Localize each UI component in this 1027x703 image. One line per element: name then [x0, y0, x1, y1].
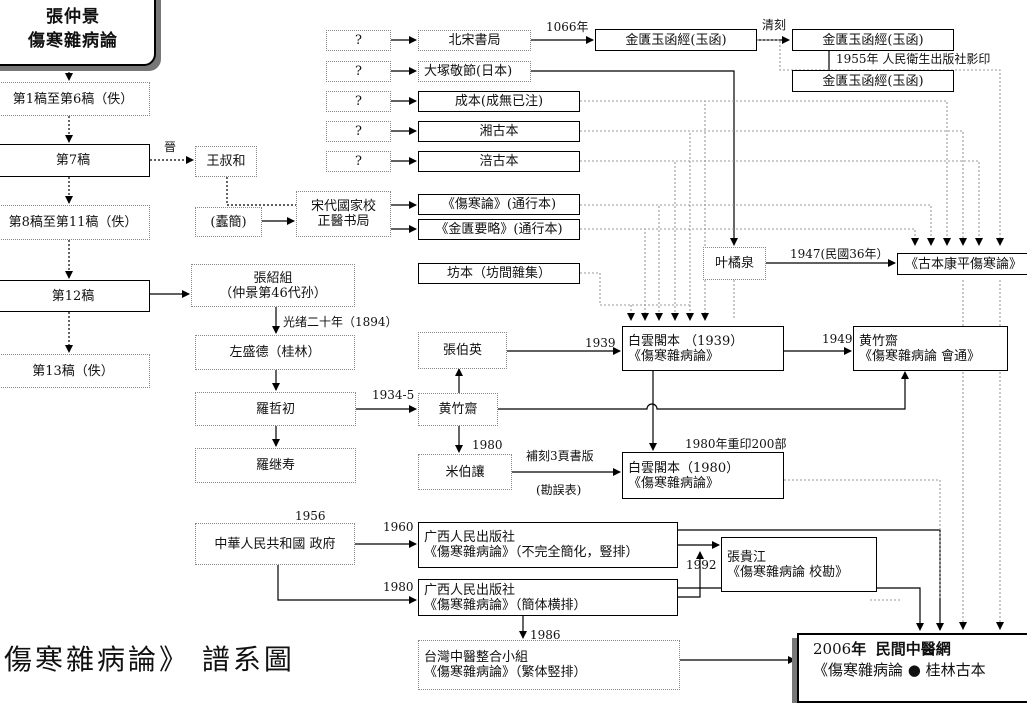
label-1986: 1986: [530, 628, 561, 642]
jingui-yuhan-b: 金匱玉函經(玉函): [792, 29, 954, 51]
label-qingke: 清刻: [762, 18, 787, 32]
luo-zhechu-box: 羅哲初: [195, 392, 356, 426]
label-1949: 1949: [822, 332, 853, 346]
luo-jishou-box: 羅继寿: [195, 448, 356, 483]
title-box: 張仲景 傷寒雜病論: [0, 0, 156, 66]
guangxi-1960-box: 广西人民出版社《傷寒雜病論》（不完全簡化，豎排）: [418, 522, 678, 568]
song-bureau-box: 宋代國家校正醫书局: [296, 191, 391, 237]
label-1934: 1934-5: [372, 388, 415, 402]
shanghan-box: 《傷寒論》(通行本): [418, 194, 580, 215]
xiang-box: 湘古本: [418, 121, 580, 142]
unknown-source: ?: [326, 30, 391, 51]
zhang-shaozu-box: 張紹組（仲景第46代孙）: [191, 264, 355, 307]
beisong-box: 北宋書局: [418, 30, 531, 51]
jingui-yuhan-c: 金匱玉函經(玉函): [792, 70, 954, 92]
label-buke: 補刻3頁書版: [526, 449, 594, 463]
draft-7: 第7稿: [0, 144, 150, 177]
label-1992: 1992: [686, 558, 717, 572]
label-1956: 1956: [295, 509, 326, 523]
zuo-shengde-box: 左盛德（桂林）: [195, 335, 355, 370]
fu-box: 涪古本: [418, 151, 580, 172]
zhujian-box: (蠹簡): [195, 207, 262, 237]
mi-borang-box: 米伯讓: [418, 454, 512, 490]
zhang-boying-box: 張伯英: [418, 332, 507, 369]
baiyun-1980-box: 白雲閣本（1980）《傷寒雜病論》: [622, 452, 784, 499]
draft-8-11: 第8稿至第11稿（佚）: [0, 205, 150, 240]
jingui-box: 《金匱要略》(通行本): [418, 219, 580, 240]
baiyun-1939-box: 白雲閣本 （1939）《傷寒雜病論》: [622, 326, 784, 371]
jingui-yuhan-a: 金匱玉函經(玉函): [595, 29, 757, 51]
label-1980-mi: 1980: [472, 438, 503, 452]
label-1894: 光绪二十年（1894）: [283, 315, 398, 329]
diagram-title: 傷寒雜病論》 譜系圖: [4, 643, 295, 676]
label-1955: 1955年 人民衛生出版社影印: [836, 52, 991, 66]
huang-huitong-box: 黄竹齋《傷寒雜病論 會通》: [853, 326, 1008, 371]
label-1960: 1960: [383, 520, 414, 534]
unknown-source: ?: [326, 91, 391, 112]
huang-zhuzhai-box: 黄竹齋: [418, 393, 498, 426]
jin-label: 晉: [164, 140, 177, 154]
label-kanwu: (勘誤表): [536, 483, 582, 497]
draft-13: 第13稿（佚）: [0, 354, 150, 388]
guangxi-1980-box: 广西人民出版社《傷寒雜病論》（簡体横排）: [418, 579, 678, 616]
title-author: 張仲景: [46, 7, 100, 27]
label-1947: 1947(民國36年）: [790, 247, 889, 261]
title-book: 傷寒雜病論: [28, 31, 118, 51]
draft-12: 第12稿: [0, 280, 150, 312]
wang-shuhe-box: 王叔和: [195, 146, 257, 177]
otsuka-box: 大塚敬節(日本): [418, 61, 531, 82]
prc-government-box: 中華人民共和國 政府: [195, 523, 355, 565]
zhang-guijiang-box: 張貴江《傷寒雜病論 校勘》: [721, 537, 877, 592]
label-1939: 1939: [585, 336, 616, 350]
chengben-box: 成本(成無已注): [418, 91, 580, 112]
draft-1-6: 第1稿至第6稿（佚）: [0, 82, 150, 116]
unknown-source: ?: [326, 151, 391, 172]
unknown-source: ?: [326, 121, 391, 142]
ye-juquan-box: 叶橘泉: [703, 247, 766, 280]
kangping-box: 《古本康平傷寒論》: [897, 253, 1027, 275]
label-1066: 1066年: [546, 20, 589, 34]
connector-lines: [65, 36, 1004, 664]
fangben-box: 坊本（坊間雜集）: [418, 263, 580, 284]
label-1980-reprint: 1980年重印200部: [685, 437, 787, 451]
label-1980-gx: 1980: [383, 580, 414, 594]
unknown-source: ?: [326, 61, 391, 82]
minjian-2006-box: 2006年 民間中醫網 《傷寒雜病論 ● 桂林古本: [797, 633, 1027, 703]
taiwan-group-box: 台灣中醫整合小組《傷寒雜病論》（繁体竪排）: [418, 640, 680, 690]
